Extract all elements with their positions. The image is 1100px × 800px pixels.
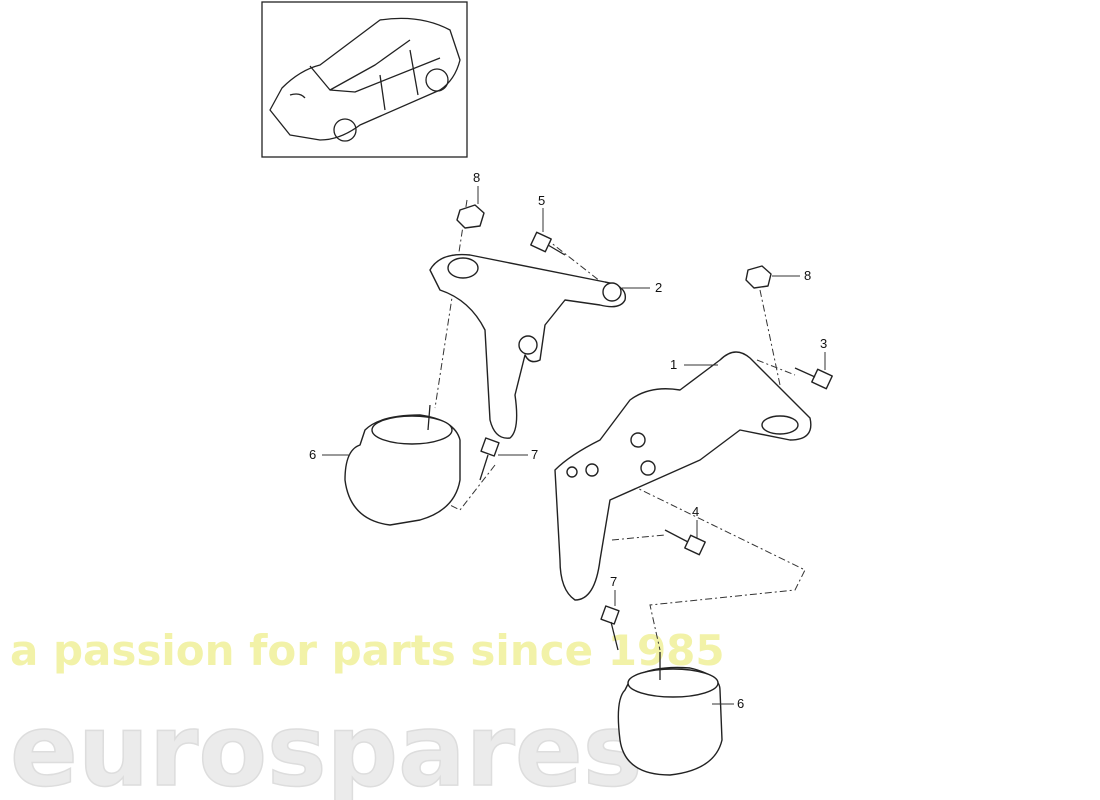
bolt-7-lower	[600, 605, 620, 651]
callout: 3	[820, 336, 827, 370]
callout-number: 4	[692, 504, 699, 519]
callout: 7	[498, 447, 538, 462]
callout-number: 6	[309, 447, 316, 462]
callout-number: 5	[538, 193, 545, 208]
callout-number: 7	[531, 447, 538, 462]
bracket-eye	[518, 335, 538, 355]
callout: 8	[772, 268, 811, 283]
callout-number: 8	[473, 170, 480, 185]
callout-number: 3	[820, 336, 827, 351]
bolt-3	[794, 367, 833, 390]
nut-8-upper	[456, 204, 485, 229]
bracket-hole	[566, 466, 578, 478]
watermark-tagline: a passion for parts since 1985	[10, 626, 725, 675]
bushing-hole	[447, 257, 479, 279]
nut-8-right	[745, 265, 772, 289]
callout-number: 6	[737, 696, 744, 711]
callout-number: 2	[655, 280, 662, 295]
bracket-lower	[554, 351, 812, 601]
bushing-hole	[761, 415, 799, 435]
callout: 5	[538, 193, 545, 232]
bracket-eye	[602, 282, 622, 302]
callout: 8	[473, 170, 480, 204]
callout: 4	[692, 504, 699, 538]
engine-mount-lower	[617, 652, 723, 776]
callout: 1	[670, 357, 718, 372]
callout-number: 7	[610, 574, 617, 589]
callout-number: 8	[804, 268, 811, 283]
bracket-hole	[640, 460, 656, 476]
car-overview-icon	[269, 17, 461, 142]
watermark: eurospares a passion for parts since 198…	[9, 626, 725, 800]
callout: 6	[309, 447, 350, 462]
callout-number: 1	[670, 357, 677, 372]
callout: 7	[610, 574, 617, 606]
bracket-hole	[630, 432, 646, 448]
car-thumbnail	[261, 1, 468, 158]
bracket-hole	[585, 463, 599, 477]
callout: 6	[712, 696, 744, 711]
watermark-brand: eurospares	[10, 692, 642, 800]
engine-mount-left	[344, 404, 461, 526]
bolt-5	[530, 231, 566, 256]
bolt-7-left	[479, 437, 500, 481]
callout: 2	[622, 280, 662, 295]
bolt-4	[664, 529, 706, 556]
